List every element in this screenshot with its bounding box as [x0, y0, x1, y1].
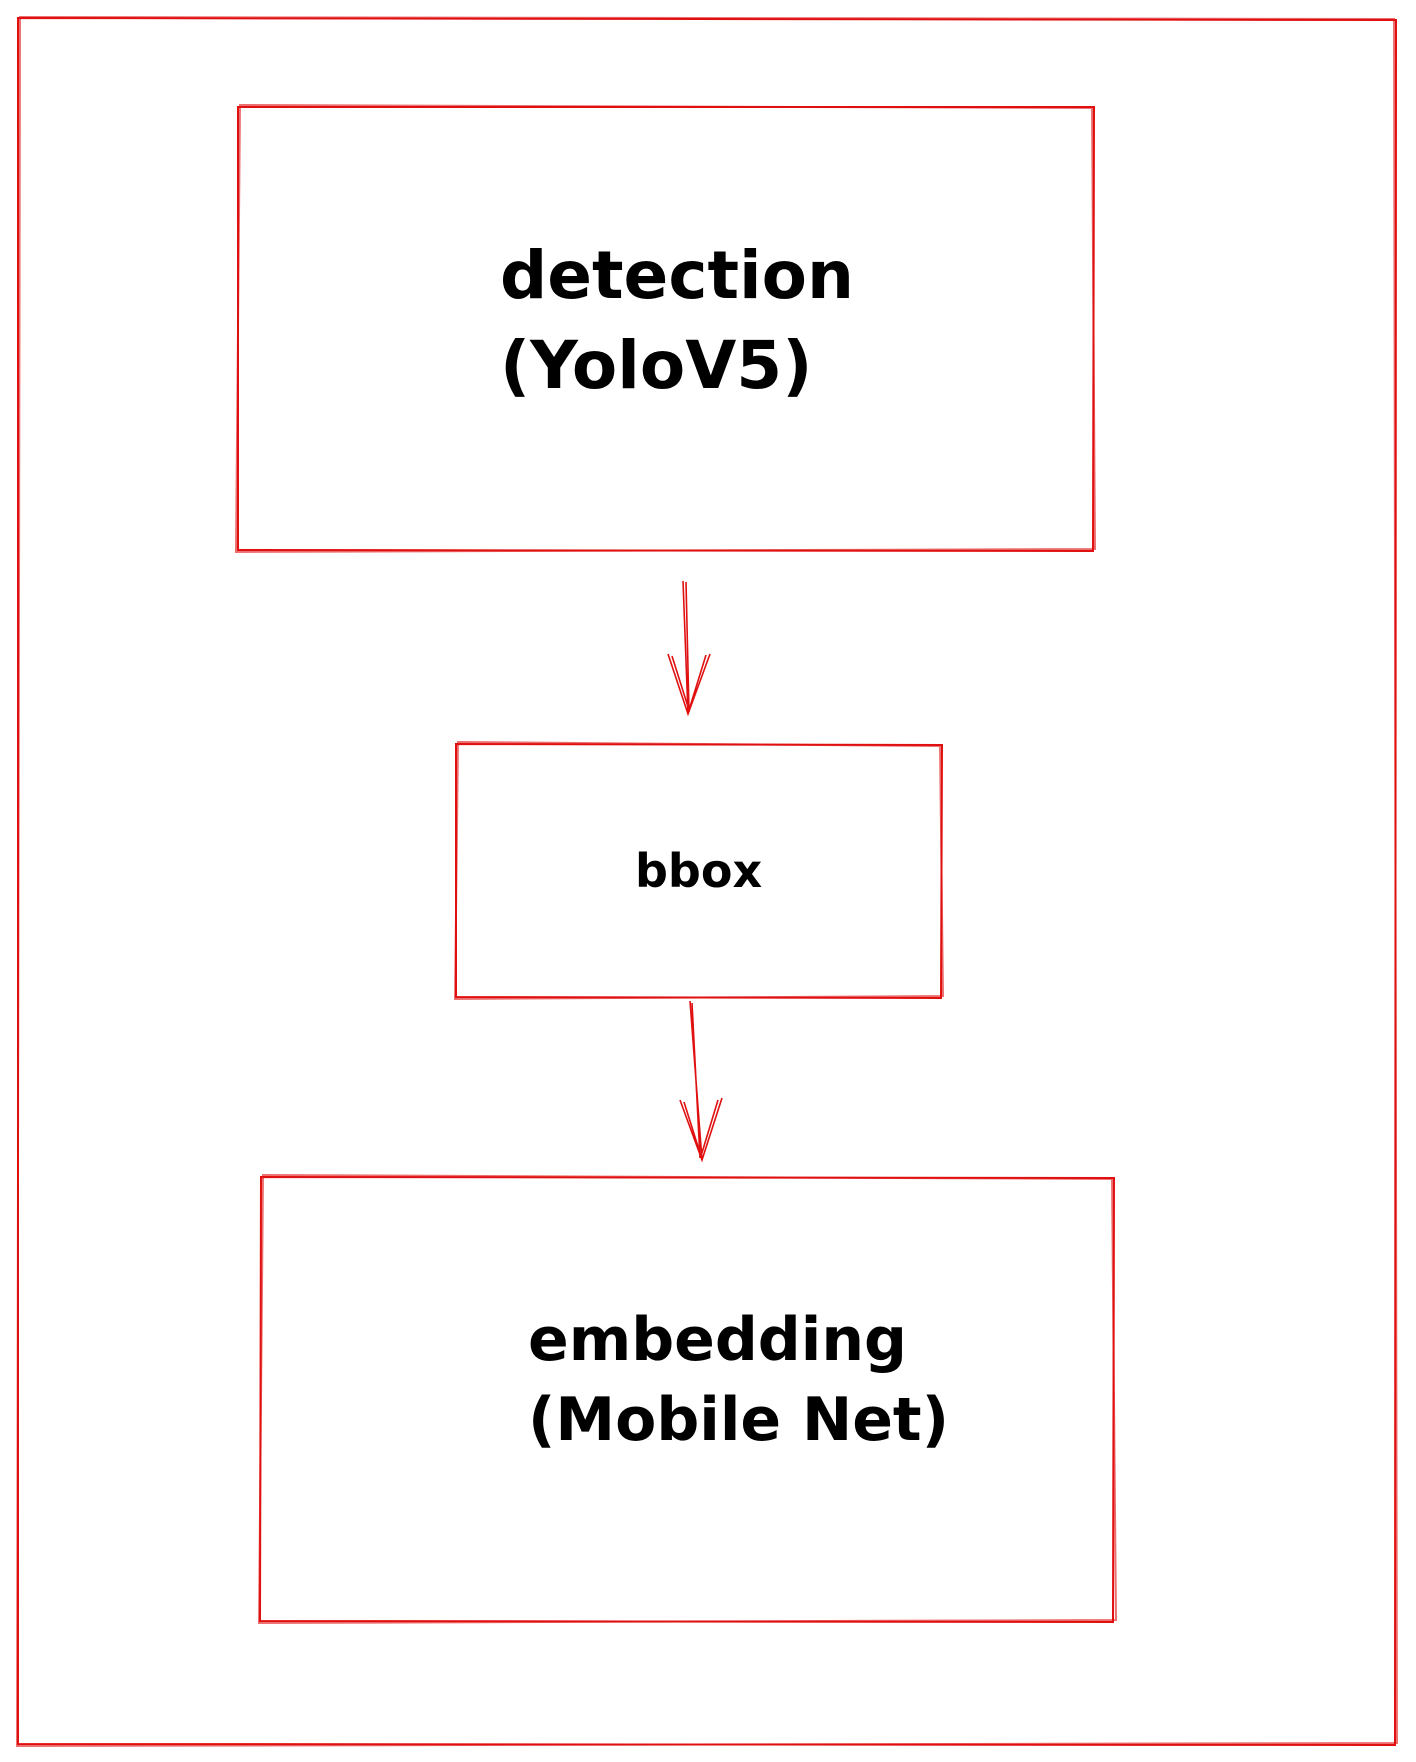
detection-label: detection [500, 237, 854, 314]
embedding-label: embedding [528, 1305, 907, 1375]
embedding-node: embedding (Mobile Net) [257, 1173, 1118, 1625]
bbox-node: bbox [453, 740, 945, 1001]
arrow-bbox-to-embedding [679, 1000, 723, 1163]
detection-model-label: (YoloV5) [500, 327, 812, 404]
detection-node: detection (YoloV5) [234, 103, 1097, 554]
embedding-model-label: (Mobile Net) [528, 1385, 949, 1455]
arrow-detection-to-bbox [667, 580, 711, 717]
bbox-label: bbox [635, 844, 762, 898]
outer-frame [15, 15, 1399, 1748]
